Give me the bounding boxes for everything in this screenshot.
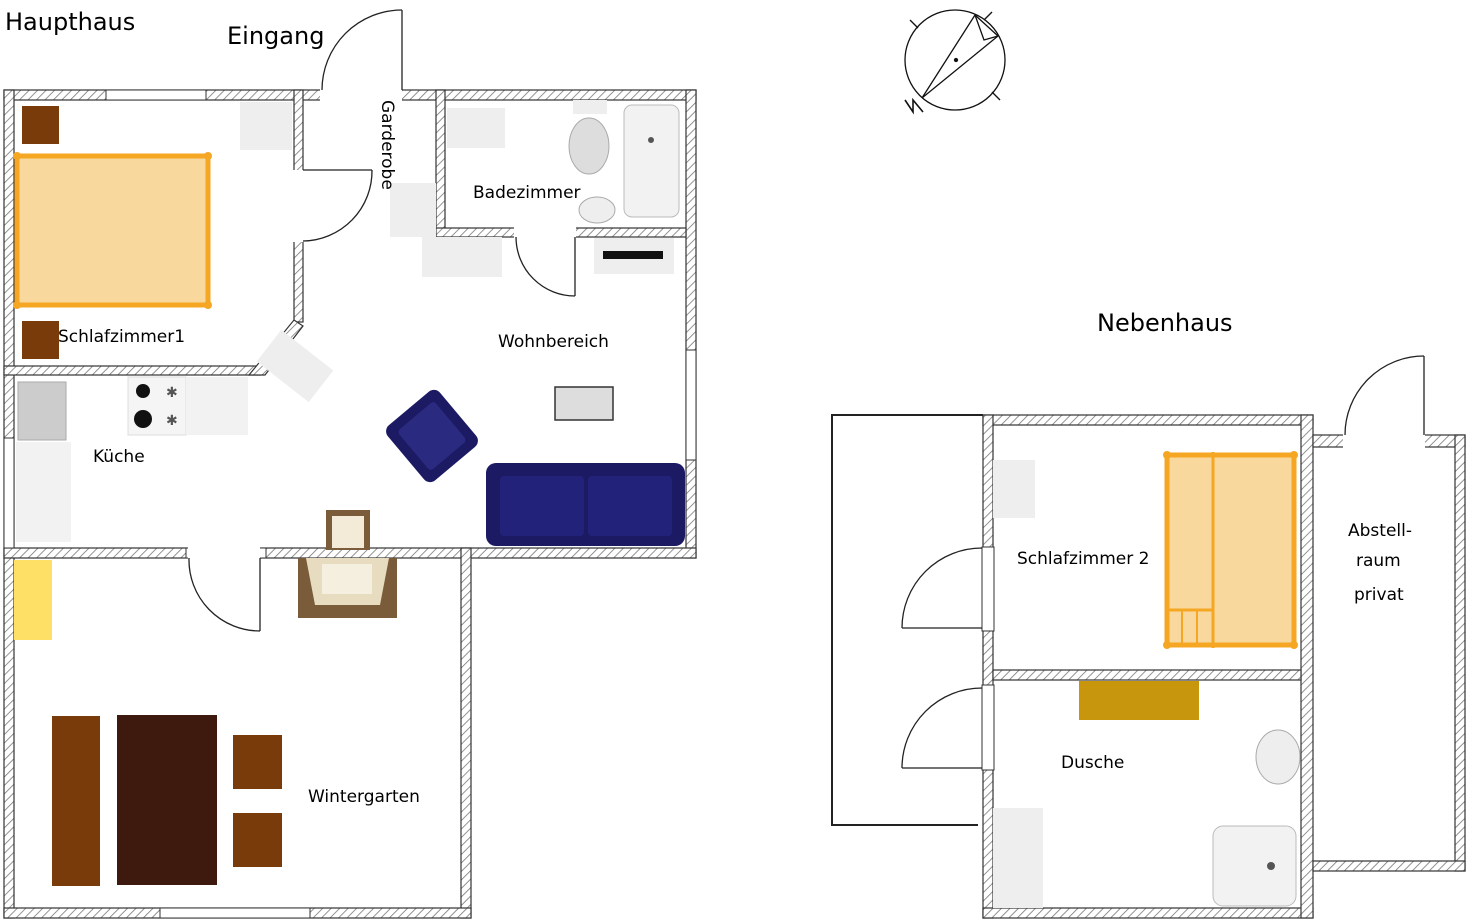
annex-door-gap-1 xyxy=(981,546,995,632)
stove-burner xyxy=(134,410,152,428)
dining-table xyxy=(117,715,217,885)
stove-burner-star: ✱ xyxy=(166,385,178,401)
toilet-icon xyxy=(568,117,610,175)
shower-tray-icon xyxy=(1212,825,1297,907)
bedroom1-label: Schlafzimmer1 xyxy=(58,327,185,347)
bench xyxy=(52,716,100,886)
toilet-tank xyxy=(573,100,607,114)
kitchen-label: Küche xyxy=(93,447,145,467)
tv-icon xyxy=(603,251,663,259)
garderobe-door-gap xyxy=(293,170,304,242)
main-house-doors[interactable] xyxy=(188,9,576,632)
sofa-icon xyxy=(486,463,685,546)
bath-cabinet xyxy=(447,108,505,148)
living-label: Wohnbereich xyxy=(498,332,609,352)
bath-door-gap xyxy=(514,227,576,238)
garderobe-cabinet xyxy=(390,183,436,237)
chair-top xyxy=(233,735,282,789)
bed-1 xyxy=(13,152,212,309)
storage-door-gap xyxy=(1343,434,1425,448)
armchair-icon xyxy=(386,389,478,483)
kitchen-counter xyxy=(16,442,71,542)
stove-burner xyxy=(136,384,150,398)
shower-bench xyxy=(1079,681,1199,720)
winter-door-gap xyxy=(188,547,260,559)
bathtub-icon xyxy=(623,104,680,218)
shower-label: Dusche xyxy=(1061,753,1124,773)
annex-door-gap-2 xyxy=(981,684,995,771)
annex-doors[interactable] xyxy=(901,355,1425,769)
shower-sink-icon xyxy=(1255,729,1301,785)
building-title-main: Haupthaus xyxy=(5,8,135,36)
garderobe-label: Garderobe xyxy=(377,100,397,190)
annex-cabinet xyxy=(993,460,1035,518)
annex-open-area xyxy=(831,414,983,826)
wardrobe xyxy=(240,102,292,150)
entrance-gap xyxy=(320,89,402,101)
annex-walls xyxy=(982,414,1466,919)
bedroom2-label: Schlafzimmer 2 xyxy=(1017,549,1149,569)
bathroom-label: Badezimmer xyxy=(473,183,581,203)
kitchen-sink xyxy=(17,381,67,441)
storage-label-1: Abstell- xyxy=(1348,521,1412,541)
shower-cabinet xyxy=(993,808,1043,908)
nightstand-top xyxy=(22,106,59,144)
bed-2 xyxy=(1163,451,1298,649)
nightstand-bottom xyxy=(22,321,59,359)
bathtub-drain xyxy=(648,137,654,143)
chair-bottom xyxy=(233,813,282,867)
bath-sink-icon xyxy=(578,196,616,224)
stove-burner-star: ✱ xyxy=(166,413,178,429)
compass-north-icon xyxy=(904,9,1006,115)
hall-cabinet xyxy=(256,329,334,403)
storage-label-2: raum xyxy=(1356,551,1401,571)
garderobe-shelf xyxy=(422,237,502,277)
entrance-label: Eingang xyxy=(227,22,324,50)
conservatory-label: Wintergarten xyxy=(308,787,420,807)
yellow-cabinet xyxy=(14,560,52,640)
storage-label-3: privat xyxy=(1354,585,1404,605)
coffee-table xyxy=(554,386,614,421)
kitchen-counter-right xyxy=(186,377,248,435)
building-title-annex: Nebenhaus xyxy=(1097,309,1233,337)
shower-drain xyxy=(1267,862,1275,870)
fireplace-icon xyxy=(298,510,397,618)
